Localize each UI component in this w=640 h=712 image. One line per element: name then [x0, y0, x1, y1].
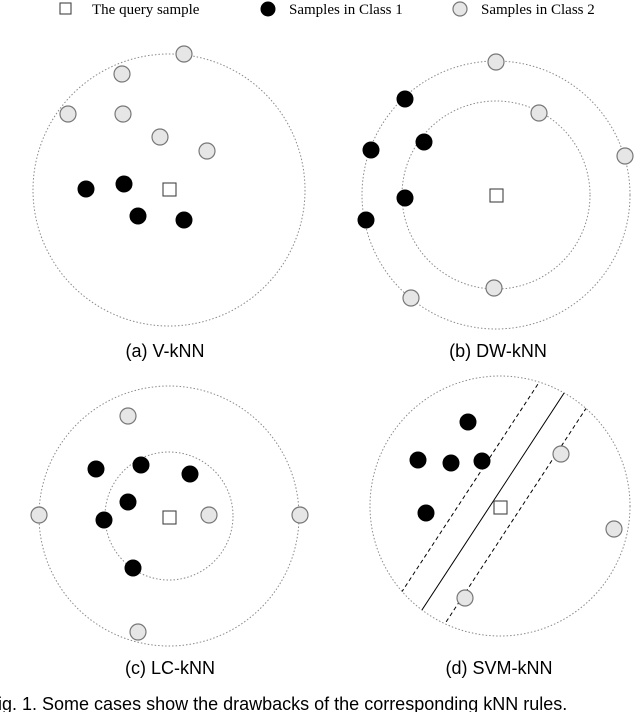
- panel-label: (c) LC-kNN: [125, 658, 215, 678]
- class2-sample: [487, 53, 505, 71]
- legend-class2-label: Samples in Class 2: [481, 2, 595, 18]
- svm-hyperplane: [398, 376, 590, 636]
- class2-sample: [291, 506, 309, 524]
- panel-dw-knn: (b) DW-kNN: [357, 53, 634, 361]
- class1-sample: [396, 90, 414, 108]
- class1-sample: [473, 452, 491, 470]
- class2-sample: [151, 128, 169, 146]
- class1-sample: [396, 189, 414, 207]
- panel-label: (b) DW-kNN: [449, 341, 547, 361]
- class2-sample: [59, 105, 77, 123]
- class2-sample: [198, 142, 216, 160]
- neighborhood-ring: [32, 53, 306, 327]
- legend-query-icon: [59, 2, 72, 15]
- class1-sample: [459, 413, 477, 431]
- figure-caption: ig. 1. Some cases show the drawbacks of …: [0, 694, 567, 712]
- class1-sample: [115, 175, 133, 193]
- legend-query-label: The query sample: [92, 2, 200, 18]
- legend-class1-label: Samples in Class 1: [289, 2, 403, 18]
- class1-sample: [124, 559, 142, 577]
- class2-sample: [485, 279, 503, 297]
- class1-sample: [417, 504, 435, 522]
- class1-sample: [95, 511, 113, 529]
- class2-sample: [200, 506, 218, 524]
- legend: The query sample Samples in Class 1 Samp…: [59, 1, 595, 18]
- class2-sample: [605, 520, 623, 538]
- class2-sample: [175, 45, 193, 63]
- query-sample: [493, 500, 508, 515]
- class2-sample: [402, 289, 420, 307]
- panel-label: (a) V-kNN: [125, 341, 204, 361]
- class2-sample: [530, 104, 548, 122]
- class2-sample: [456, 589, 474, 607]
- class1-sample: [77, 180, 95, 198]
- class1-sample: [357, 211, 375, 229]
- panel-v-knn: (a) V-kNN: [32, 45, 306, 361]
- class1-sample: [442, 454, 460, 472]
- query-sample: [489, 188, 504, 203]
- class1-sample: [362, 141, 380, 159]
- class1-sample: [415, 133, 433, 151]
- class1-sample: [129, 207, 147, 225]
- query-sample: [162, 182, 177, 197]
- class2-sample: [129, 623, 147, 641]
- class2-sample: [113, 65, 131, 83]
- class1-sample: [87, 460, 105, 478]
- class2-sample: [119, 407, 137, 425]
- class1-sample: [409, 451, 427, 469]
- class2-sample: [616, 147, 634, 165]
- legend-class2-icon: [452, 1, 468, 17]
- panel-label: (d) SVM-kNN: [446, 658, 553, 678]
- class2-sample: [114, 105, 132, 123]
- neighborhood-ring: [369, 375, 631, 637]
- class1-sample: [181, 465, 199, 483]
- class2-sample: [30, 506, 48, 524]
- class1-sample: [175, 211, 193, 229]
- class1-sample: [119, 493, 137, 511]
- class1-sample: [132, 456, 150, 474]
- legend-class1-icon: [260, 1, 276, 17]
- panel-lc-knn: (c) LC-kNN: [30, 385, 309, 678]
- class2-sample: [552, 445, 570, 463]
- query-sample: [162, 510, 177, 525]
- panel-svm-knn: (d) SVM-kNN: [369, 375, 631, 678]
